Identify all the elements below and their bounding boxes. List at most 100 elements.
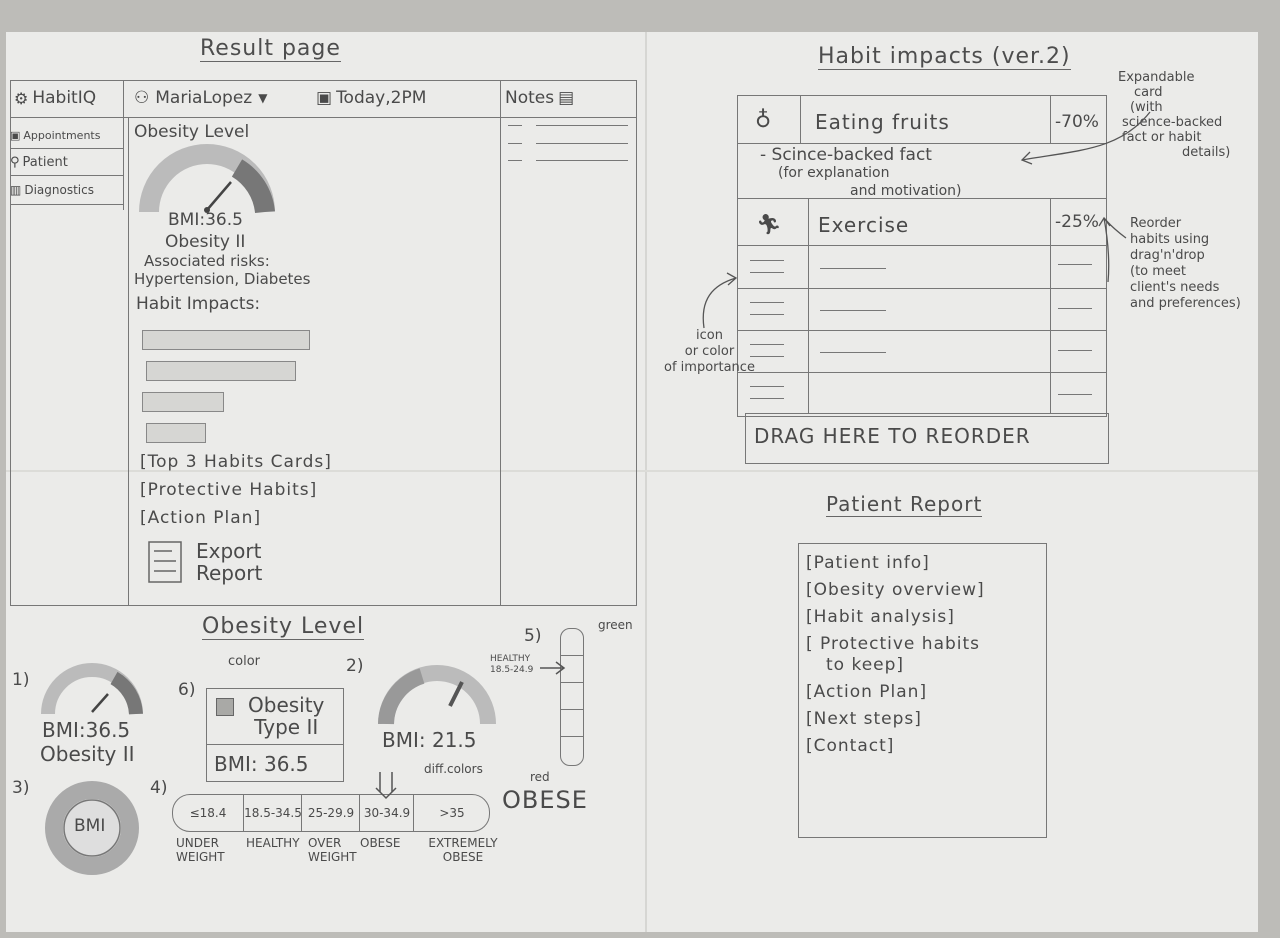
option-number: 6) [178, 680, 196, 700]
placeholder-line [820, 352, 886, 353]
note-text: of importance [664, 360, 755, 375]
result-page-title: Result page [200, 36, 341, 62]
report-section-item[interactable]: [Patient info] [806, 553, 930, 573]
chart-icon: ▥ [10, 183, 22, 197]
notes-header[interactable]: Notes ▤ [505, 88, 574, 108]
bmi-scale-label: UNDER WEIGHT [176, 836, 225, 864]
red-label: red [530, 770, 550, 784]
notes-label: Notes [505, 88, 555, 108]
sidebar-item-appointments[interactable]: ▣Appointments [10, 122, 123, 149]
habit-impact-bars [142, 330, 322, 450]
icon-importance-note: icon or color of importance [664, 328, 755, 376]
fact-text: (for explanation [778, 165, 890, 181]
row-divider [737, 245, 1107, 246]
placeholder-line [1058, 394, 1092, 395]
habit-card-value: -25% [1055, 212, 1099, 232]
report-section-item[interactable]: [Obesity overview] [806, 580, 985, 600]
bmi-gauge-icon [378, 665, 496, 725]
bmi-scale-label: OVER WEIGHT [308, 836, 357, 864]
report-section-item[interactable]: [Next steps] [806, 709, 922, 729]
obesity-type-card[interactable] [206, 688, 344, 782]
option-number: 2) [346, 656, 364, 676]
col-divider [808, 198, 809, 413]
export-report-button[interactable]: Export Report [148, 540, 262, 584]
sidebar-item-label: Appointments [23, 128, 101, 142]
arrow-right-icon [540, 661, 566, 675]
bmi-scale-cell: 18.5-34.5 [243, 795, 302, 831]
running-person-icon: 🏃︎ [756, 212, 782, 236]
card-bmi: BMI: 36.5 [214, 752, 309, 776]
col-divider [1050, 198, 1051, 413]
bmi-donut-icon [45, 781, 139, 875]
date-picker[interactable]: ▣ Today,2PM [316, 88, 426, 108]
note-text: (to meet [1130, 264, 1187, 279]
habit-card-name[interactable]: Eating fruits [815, 110, 950, 134]
top-habits-link[interactable]: [Top 3 Habits Cards] [140, 452, 332, 472]
habit-impact-bar [146, 361, 296, 381]
note-text: and preferences) [1130, 296, 1241, 311]
fact-text: - Scince-backed fact [760, 145, 932, 165]
diff-colors-label: diff.colors [424, 762, 483, 776]
habit-impact-bar [142, 330, 310, 350]
appointment-date: Today,2PM [336, 88, 427, 108]
result-page-frame [10, 80, 637, 606]
note-text: habits using [1130, 232, 1210, 247]
report-section-item[interactable]: [ Protective habits [806, 634, 981, 654]
reorder-note: Reorder habits using drag'n'drop (to mee… [1130, 216, 1241, 312]
placeholder-line [750, 356, 784, 357]
sidebar-item-patient[interactable]: ⚲Patient [10, 149, 123, 176]
calendar-icon: ▣ [10, 128, 21, 142]
row-divider [737, 198, 1107, 199]
row-divider [737, 372, 1107, 373]
report-label: Report [196, 561, 263, 585]
donut-bmi-label: BMI [74, 816, 106, 836]
placeholder-line [750, 260, 784, 261]
report-section-item[interactable]: [Action Plan] [806, 682, 928, 702]
report-section-item[interactable]: [Habit analysis] [806, 607, 955, 627]
placeholder-line [750, 344, 784, 345]
vertical-scale-segment [561, 629, 583, 656]
placeholder-line [750, 398, 784, 399]
export-label: Export [196, 539, 262, 563]
calendar-icon: ▣ [316, 88, 333, 108]
note-text: science-backed [1122, 115, 1223, 130]
sidebar-item-label: Patient [22, 154, 68, 170]
note-text: or color [684, 344, 735, 359]
patient-report-title: Patient Report [826, 492, 983, 517]
note-text: Expandable [1118, 70, 1195, 85]
bmi-scale-label: OBESE [360, 836, 401, 850]
option1-class: Obesity II [40, 742, 135, 766]
header-divider [10, 117, 637, 118]
healthy-marker: HEALTHY 18.5-24.9 [490, 654, 533, 676]
habit-card-name[interactable]: Exercise [818, 213, 910, 237]
placeholder-line [750, 272, 784, 273]
vertical-scale-segment [561, 737, 583, 764]
placeholder-line [820, 310, 886, 311]
chevron-down-icon: ▼ [258, 91, 268, 105]
note-line [536, 160, 628, 161]
option-number: 3) [12, 778, 30, 798]
card-class: Obesity Type II [248, 694, 324, 738]
fold-line-horizontal [6, 470, 1258, 472]
patient-selector[interactable]: ⚇ MariaLopez ▼ [134, 88, 267, 108]
healthy-label: HEALTHY [490, 654, 531, 664]
fact-text: and motivation) [850, 183, 962, 199]
vertical-scale-segment [561, 683, 583, 710]
habit-list [737, 95, 1107, 417]
bmi-value: BMI:36.5 [168, 210, 243, 230]
habit-impact-bar [142, 392, 224, 412]
report-section-item[interactable]: to keep] [826, 655, 905, 675]
report-section-item[interactable]: [Contact] [806, 736, 895, 756]
sidebar-item-diagnostics[interactable]: ▥Diagnostics [10, 176, 123, 205]
drag-label: DRAG HERE TO REORDER [754, 424, 1031, 448]
card-divider [206, 744, 344, 745]
note-text: fact or habit [1122, 130, 1202, 145]
placeholder-line [1058, 308, 1092, 309]
protective-habits-link[interactable]: [Protective Habits] [140, 480, 318, 500]
drag-drop-zone[interactable] [745, 413, 1109, 464]
logo[interactable]: ⚙ HabitIQ [14, 88, 96, 108]
card-class-line: Type II [254, 715, 319, 739]
action-plan-link[interactable]: [Action Plan] [140, 508, 262, 528]
